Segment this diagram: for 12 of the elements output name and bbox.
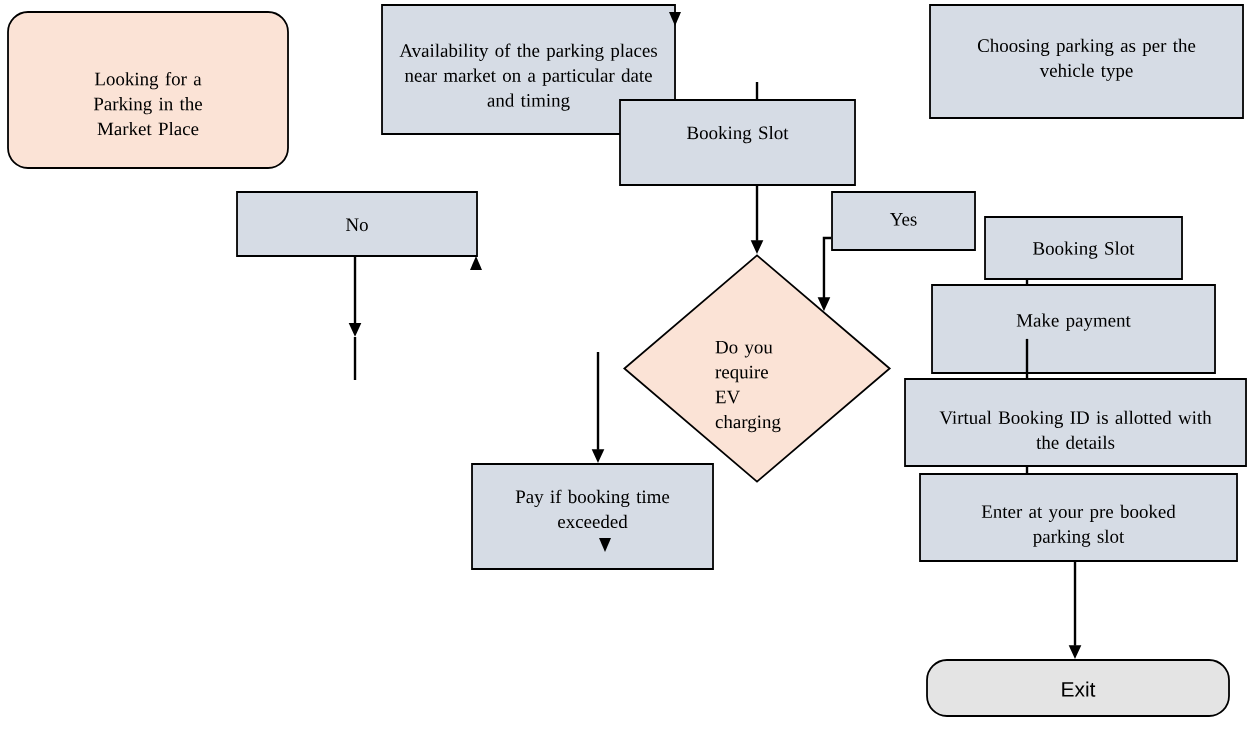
process-box: Make payment <box>931 284 1216 374</box>
start-box: Looking for a Parking in the Market Place <box>7 11 289 169</box>
process-box: Booking Slot <box>984 216 1183 280</box>
process-box: Virtual Booking ID is allotted with the details <box>904 378 1247 467</box>
process-box: Yes <box>831 191 976 251</box>
process-box: Pay if booking time exceeded <box>471 463 714 570</box>
process-box: Availability of the parking places near market on a particular date and timing <box>381 4 676 135</box>
process-box: Booking Slot <box>619 99 856 186</box>
process-box: Enter at your pre booked parking slot <box>919 473 1238 562</box>
process-box: Choosing parking as per the vehicle type <box>929 4 1244 119</box>
process-box: No <box>236 191 478 257</box>
end-box: Exit <box>926 659 1230 717</box>
